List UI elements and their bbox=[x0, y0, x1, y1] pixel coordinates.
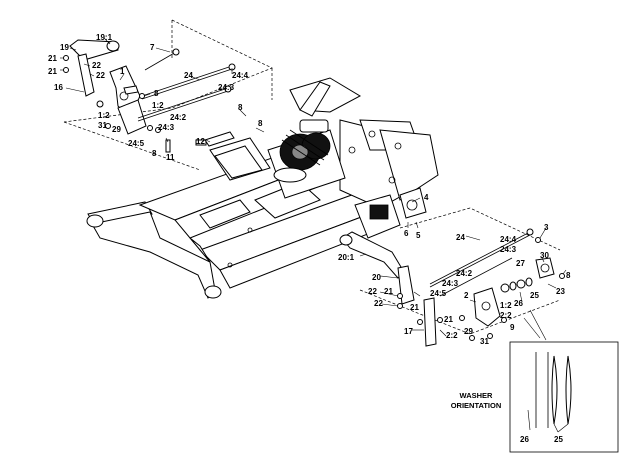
callout-label: 25 bbox=[554, 435, 563, 444]
callout-label: 31 bbox=[98, 121, 107, 130]
callout-label: 24:3 bbox=[218, 83, 235, 92]
washer-caption-line2: ORIENTATION bbox=[451, 401, 502, 410]
callout-label: 4 bbox=[424, 193, 429, 202]
callout-label: 8 bbox=[238, 103, 243, 112]
callout-label: 24:5 bbox=[430, 289, 447, 298]
callout-label: 24:3 bbox=[500, 245, 517, 254]
callout-label: 1:2 bbox=[98, 111, 110, 120]
callout-label: 21 bbox=[384, 287, 393, 296]
washer-caption-line1: WASHER bbox=[460, 391, 494, 400]
upper-left-control-lever bbox=[63, 39, 236, 153]
callout-label: 24:3 bbox=[158, 123, 175, 132]
callout-label: 27 bbox=[516, 259, 525, 268]
leader-lines bbox=[60, 37, 567, 341]
callout-label: 1:2 bbox=[152, 101, 164, 110]
callout-label: 19:1 bbox=[96, 33, 113, 42]
callout-label: 1:2 bbox=[500, 301, 512, 310]
callout-label: 2:2 bbox=[500, 311, 512, 320]
callout-label: 6 bbox=[404, 229, 409, 238]
dashed-boundaries bbox=[63, 19, 561, 335]
callout-label: 2:2 bbox=[446, 331, 458, 340]
hydraulic-pump bbox=[354, 187, 427, 239]
callout-label: 26 bbox=[520, 435, 529, 444]
callout-labels: 19:1 19 21 21 22 22 16 7 24 24:4 1 8 24:… bbox=[48, 33, 571, 444]
callout-label: 24 bbox=[456, 233, 465, 242]
callout-label: 3 bbox=[544, 223, 549, 232]
callout-label: 24:4 bbox=[232, 71, 249, 80]
callout-label: 21 bbox=[410, 303, 419, 312]
washer-orientation-inset: WASHER ORIENTATION bbox=[451, 341, 619, 453]
callout-label: 9 bbox=[510, 323, 515, 332]
callout-label: 24:3 bbox=[442, 279, 459, 288]
callout-label: 8 bbox=[566, 271, 571, 280]
callout-label: 11 bbox=[166, 153, 175, 162]
callout-label: 24:5 bbox=[128, 139, 145, 148]
callout-label: 24:2 bbox=[456, 269, 473, 278]
callout-label: 2 bbox=[464, 291, 469, 300]
callout-label: 23 bbox=[556, 287, 565, 296]
callout-label: 22 bbox=[368, 287, 377, 296]
callout-label: 20 bbox=[372, 273, 381, 282]
callout-label: 21 bbox=[444, 315, 453, 324]
callout-label: 19 bbox=[60, 43, 69, 52]
callout-label: 29 bbox=[112, 125, 121, 134]
callout-label: 22 bbox=[96, 71, 105, 80]
callout-label: 7 bbox=[150, 43, 155, 52]
callout-label: 24:4 bbox=[500, 235, 517, 244]
callout-label: 17 bbox=[404, 327, 413, 336]
callout-label: 26 bbox=[514, 299, 523, 308]
callout-label: 29 bbox=[464, 327, 473, 336]
engine bbox=[267, 119, 346, 199]
callout-label: 30 bbox=[540, 251, 549, 260]
callout-label: 24 bbox=[184, 71, 193, 80]
lower-right-control-lever bbox=[339, 228, 565, 347]
callout-label: 8 bbox=[152, 149, 157, 158]
callout-label: 1 bbox=[120, 67, 125, 76]
callout-label: 25 bbox=[530, 291, 539, 300]
callout-label: 21 bbox=[48, 54, 57, 63]
callout-label: 8 bbox=[258, 119, 263, 128]
callout-label: 22 bbox=[374, 299, 383, 308]
callout-label: 8 bbox=[154, 89, 159, 98]
callout-label: 22 bbox=[92, 61, 101, 70]
callout-label: 31 bbox=[480, 337, 489, 346]
callout-label: 5 bbox=[416, 231, 421, 240]
callout-label: 24:2 bbox=[170, 113, 187, 122]
callout-label: 20:1 bbox=[338, 253, 355, 262]
callout-label: 16 bbox=[54, 83, 63, 92]
callout-label: 12 bbox=[196, 137, 205, 146]
callout-label: 21 bbox=[48, 67, 57, 76]
